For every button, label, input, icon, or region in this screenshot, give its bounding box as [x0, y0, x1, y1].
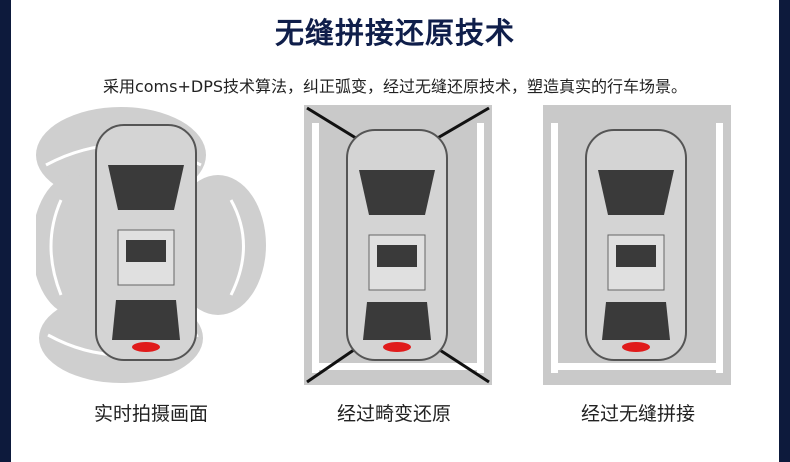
page-title: 无缝拼接还原技术	[274, 16, 515, 50]
fisheye-caption: 实时拍摄画面	[93, 403, 208, 425]
seamless-stitched-caption: 经过无缝拼接	[580, 403, 695, 425]
page-subtitle: 采用coms+DPS技术算法，纠正弧变，经过无缝还原技术，塑造真实的行车场景。	[102, 77, 688, 96]
fisheye-view-panel	[36, 105, 266, 390]
distortion-corrected-panel	[279, 105, 509, 390]
distortion-corrected-image	[304, 105, 492, 385]
seamless-stitched-image	[543, 105, 731, 385]
fisheye-view-image	[36, 107, 266, 383]
distortion-corrected-caption: 经过畸变还原	[336, 403, 451, 425]
seamless-stitched-panel	[523, 105, 753, 390]
content-card: 无缝拼接还原技术 采用coms+DPS技术算法，纠正弧变，经过无缝还原技术，塑造…	[11, 0, 779, 462]
